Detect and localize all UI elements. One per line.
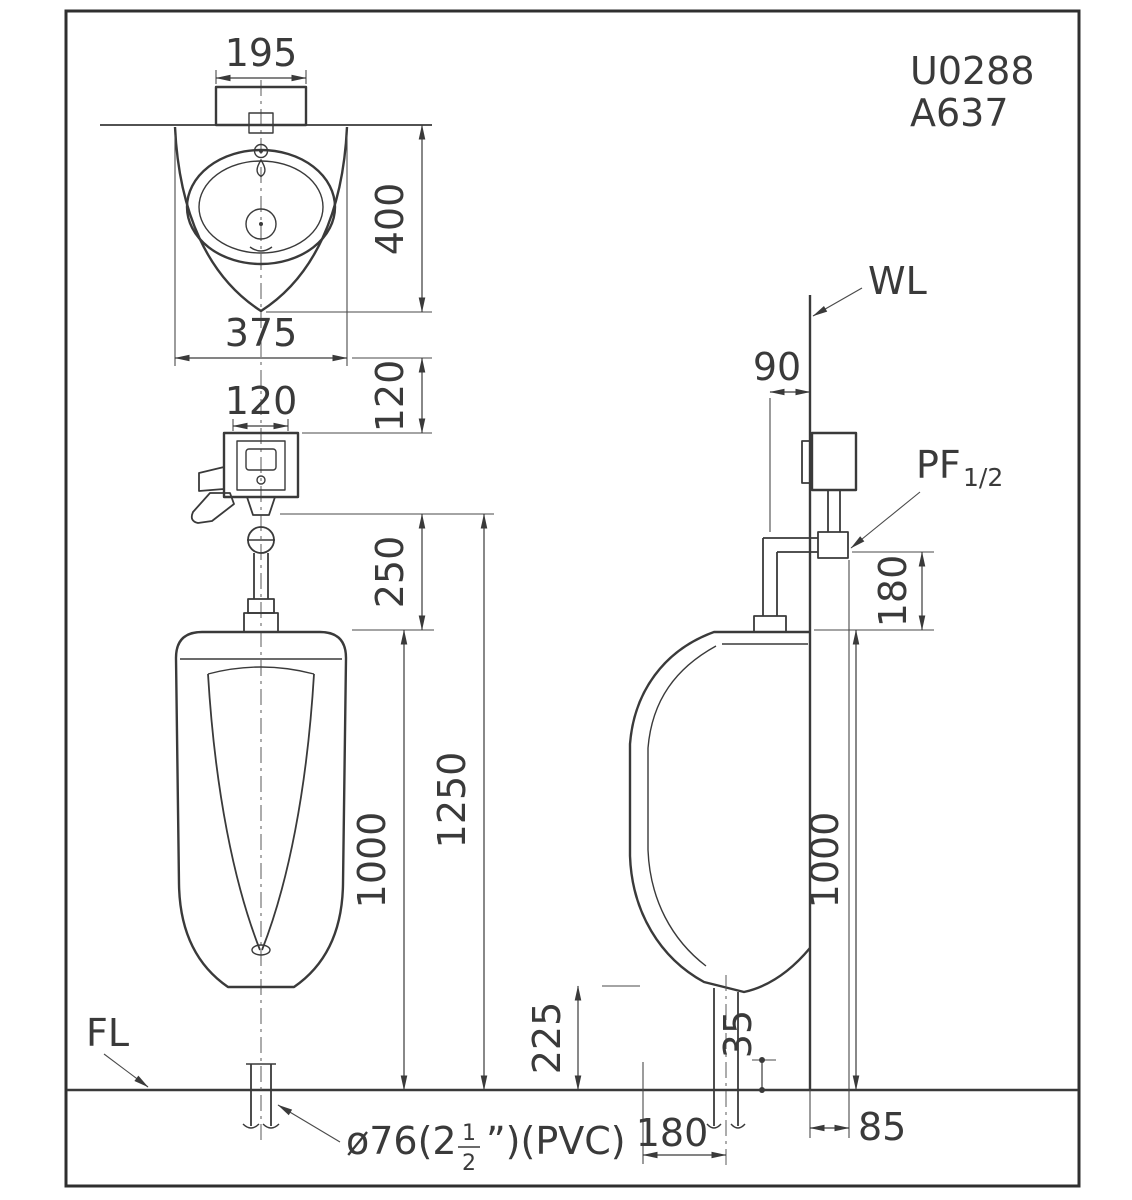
drain-note-frac-denominator: 2 xyxy=(462,1151,476,1176)
drain-note-prefix: ø76(2 xyxy=(346,1119,457,1163)
drawing-border xyxy=(64,9,1081,1188)
title-block: U0288 A637 xyxy=(910,49,1035,135)
dim-outlet-height-label: 35 xyxy=(716,1010,760,1058)
bowl-left-edge xyxy=(207,673,261,951)
wall-line-label: WL xyxy=(868,259,927,303)
front-view: 195 375 400 120 120 250 xyxy=(100,31,494,1140)
model-code-primary: U0288 xyxy=(910,49,1035,93)
urinal-side-profile xyxy=(628,630,811,1165)
drain-note-leader xyxy=(277,1104,341,1143)
sensor-plate-side xyxy=(801,440,813,484)
floor-line-label: FL xyxy=(86,1011,129,1055)
dim-inlet-width-label: 195 xyxy=(225,31,298,75)
urinal-side-outline xyxy=(628,630,811,994)
valve-spout xyxy=(198,466,225,492)
dim-valve-vertical-label: 120 xyxy=(368,360,412,433)
fitting-label: PF xyxy=(916,443,961,487)
model-code-secondary: A637 xyxy=(910,91,1009,135)
front-view-dimensions: 195 375 400 120 120 250 xyxy=(174,31,494,1091)
drain-note-frac-numerator: 1 xyxy=(462,1121,476,1146)
bowl-drain xyxy=(251,944,271,956)
drain-note-suffix: ”)(PVC) xyxy=(486,1119,626,1163)
urinal-front-outline xyxy=(174,630,348,989)
plan-drain xyxy=(245,208,277,240)
plan-rim-outer xyxy=(185,148,337,266)
plan-rim-inner xyxy=(198,160,324,254)
urinal-front-elevation xyxy=(174,630,348,1129)
bowl-right-edge xyxy=(261,673,315,951)
dim-valve-to-rim-label: 250 xyxy=(368,536,412,609)
flush-valve-side xyxy=(753,431,858,633)
dim-valve-width-label: 120 xyxy=(225,379,298,423)
floor-line-leader xyxy=(103,1053,149,1088)
dim-elbow-to-rim-label: 180 xyxy=(871,555,915,628)
dim-width-label: 375 xyxy=(225,311,298,355)
urinal-plan-view xyxy=(173,126,349,313)
drain-note: ø76(2 1 2 ”)(PVC) xyxy=(277,1104,626,1176)
side-view-dimensions: 90 180 1000 225 35 85 180 xyxy=(525,345,934,1164)
valve-lever xyxy=(190,492,235,524)
dim-inlet-to-wall-label: 90 xyxy=(753,345,801,389)
dim-pipe-to-wall-label: 85 xyxy=(858,1105,906,1149)
elbow-fitting xyxy=(817,531,849,559)
fitting-leader xyxy=(850,491,921,549)
side-view: WL PF 1/2 xyxy=(525,259,1003,1165)
dim-lip-to-floor-label: 225 xyxy=(525,1002,569,1075)
dim-valve-to-floor-label: 1250 xyxy=(430,752,474,849)
side-bowl-line xyxy=(647,645,717,967)
wall-line-leader xyxy=(812,287,863,317)
floor-line-group: FL xyxy=(67,1011,1078,1092)
dim-depth-label: 400 xyxy=(368,183,412,256)
dim-outlet-to-front-label: 180 xyxy=(636,1111,709,1155)
dim-side-rim-to-floor-label: 1000 xyxy=(803,812,847,909)
valve-body-side xyxy=(810,431,858,492)
dim-rim-to-floor-label: 1000 xyxy=(350,812,394,909)
sensor-window xyxy=(245,448,277,471)
fitting-callout: PF 1/2 xyxy=(850,443,1003,549)
fitting-size-label: 1/2 xyxy=(963,463,1003,492)
flush-valve-front xyxy=(190,431,300,633)
inlet-spud-side xyxy=(753,615,787,633)
